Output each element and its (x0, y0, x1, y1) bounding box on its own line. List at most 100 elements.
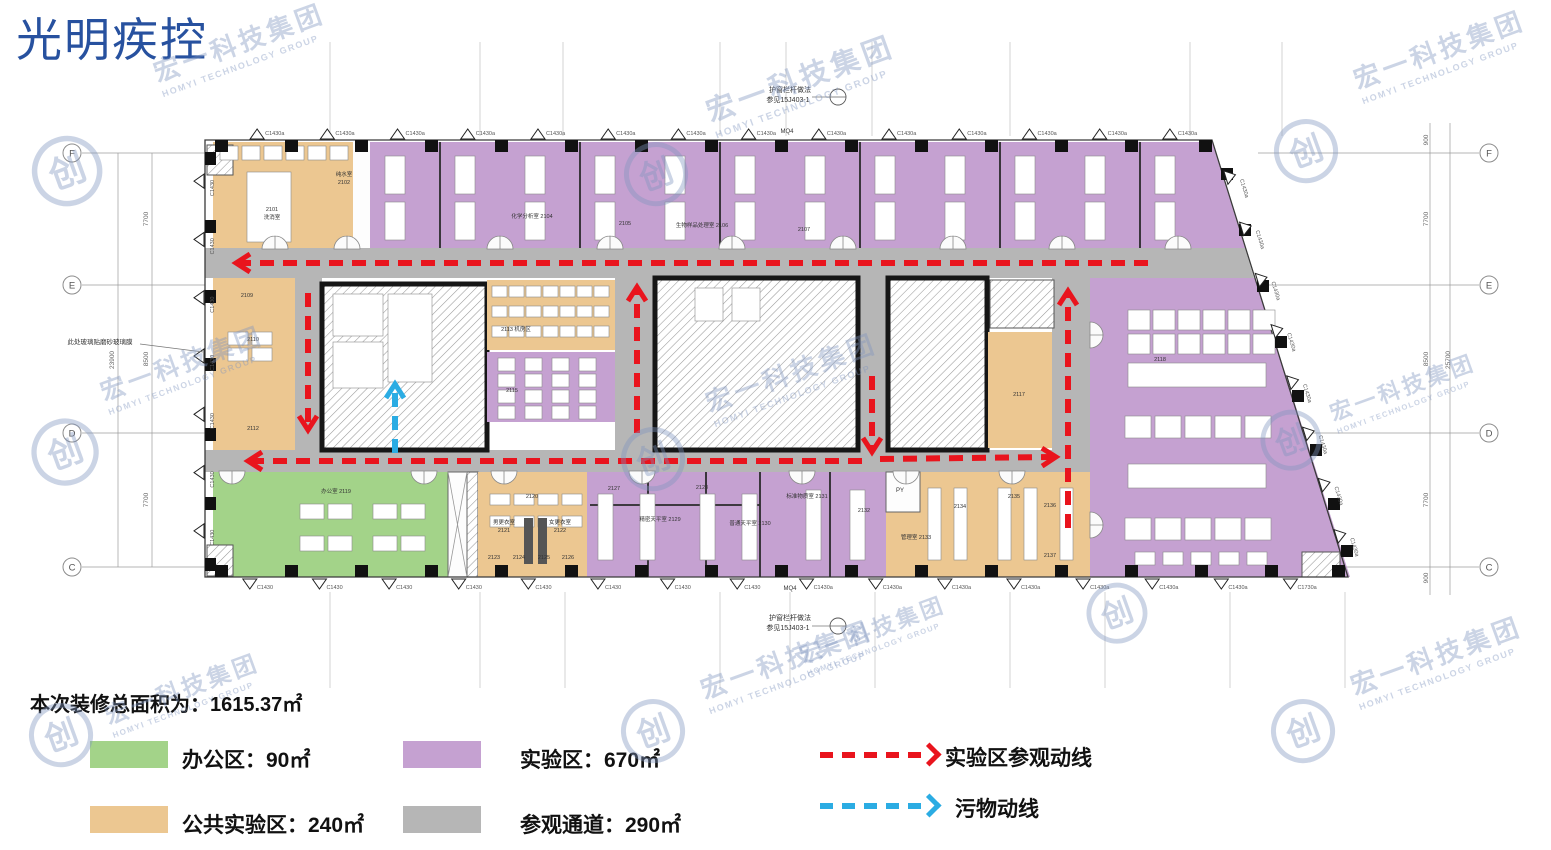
legend-label-office: 办公区：90㎡ (182, 749, 311, 772)
bench (849, 489, 866, 561)
bench (664, 201, 686, 241)
window-triangle-icon (1282, 578, 1299, 590)
bench (1218, 551, 1240, 566)
plan-label: 2101 (266, 207, 278, 213)
plan-label: 护窗栏杆做法 (769, 85, 811, 94)
window-triangle-icon (1161, 128, 1178, 140)
door-arc-icon (333, 235, 361, 250)
plan-label: 2105 (619, 221, 631, 227)
window-triangle-icon (1021, 128, 1038, 140)
dimension-text: 7700 (143, 211, 150, 226)
window-label: C1430a (1178, 131, 1198, 137)
column (635, 565, 648, 577)
grid-bubble (1479, 557, 1499, 577)
bench (508, 305, 525, 318)
plan-label: 2115 (506, 388, 518, 394)
bench (384, 201, 406, 241)
column (1292, 390, 1304, 402)
bench (307, 145, 327, 161)
legend-swatch-public-lab (90, 806, 168, 833)
plan-label: 洗消室 (264, 213, 281, 221)
bench (1152, 333, 1176, 355)
plan-label: 2127 (608, 486, 620, 492)
waste-route-arrow-icon (917, 793, 942, 818)
bench (1154, 517, 1182, 541)
column (985, 140, 998, 152)
window-triangle-icon (867, 578, 884, 590)
locker (538, 518, 547, 564)
bench (1184, 517, 1212, 541)
window-triangle-icon (1317, 477, 1331, 493)
bench (387, 293, 433, 383)
window-label: C1430a (686, 131, 706, 137)
bench (1202, 333, 1226, 355)
bench (491, 305, 508, 318)
column (205, 558, 216, 571)
window-triangle-icon (1223, 170, 1237, 186)
bench (1124, 415, 1152, 439)
plan-label: 2126 (562, 555, 574, 561)
window-triangle-icon (1213, 578, 1230, 590)
door-arc-icon (218, 470, 246, 485)
window-label: C1430a (1037, 131, 1057, 137)
bench (804, 155, 826, 195)
legend-label-corridor: 参观通道：290㎡ (520, 814, 682, 837)
window-triangle-icon (520, 578, 537, 590)
window-label: C1430 (605, 585, 621, 591)
bench (664, 155, 686, 195)
bench (299, 503, 325, 520)
door-arc-icon (1089, 511, 1104, 539)
bench (524, 201, 546, 241)
plan-label: 女更衣室 (549, 518, 572, 526)
bench (576, 325, 593, 338)
window-triangle-icon (193, 173, 205, 190)
window-label: C1430a (1159, 585, 1179, 591)
column (205, 358, 216, 371)
bench (1184, 415, 1212, 439)
bench (524, 405, 543, 420)
grid-letter: D (1486, 428, 1493, 439)
bench (1127, 463, 1267, 489)
bench (327, 535, 353, 552)
bench (537, 493, 559, 506)
lab-benches (219, 145, 1276, 566)
grid-letter: D (69, 428, 76, 439)
plan-label: MQ4 (783, 586, 797, 592)
window-triangle-icon (1286, 375, 1300, 391)
plan-label: 2113 机房区 (501, 325, 531, 333)
plan-label: 2122 (554, 528, 566, 534)
window-triangle-icon (249, 128, 266, 140)
window-label: C1430a (1301, 383, 1313, 404)
window-triangle-icon (193, 464, 205, 481)
bench (524, 155, 546, 195)
door-arc-icon (1048, 235, 1076, 250)
grid-bubble (62, 143, 82, 163)
bench (1154, 415, 1182, 439)
dimension-text: 7700 (1423, 492, 1430, 507)
column (1125, 140, 1138, 152)
door-arc-icon (261, 235, 289, 250)
plan-label: 2123 (488, 555, 500, 561)
plan-label: 2120 (526, 494, 538, 500)
plan-label: MQ4 (780, 129, 794, 135)
window-label: C1430a (265, 131, 285, 137)
column (425, 565, 438, 577)
column (775, 140, 788, 152)
bench (731, 287, 761, 322)
door-arc-icon (788, 470, 816, 485)
plan-label: 参见15J403-1 (766, 95, 809, 104)
bench (694, 287, 724, 322)
bench (508, 285, 525, 298)
bench (551, 405, 570, 420)
plan-label: 生物样品处理室 2106 (676, 221, 728, 229)
bench (491, 325, 508, 338)
grid-letter: F (69, 148, 75, 159)
bench (593, 285, 610, 298)
bench (542, 305, 559, 318)
door-arc-icon (1089, 321, 1104, 349)
plan-label: 2121 (498, 528, 510, 534)
bench (1202, 309, 1226, 331)
bench (227, 331, 249, 346)
column (1195, 565, 1208, 577)
